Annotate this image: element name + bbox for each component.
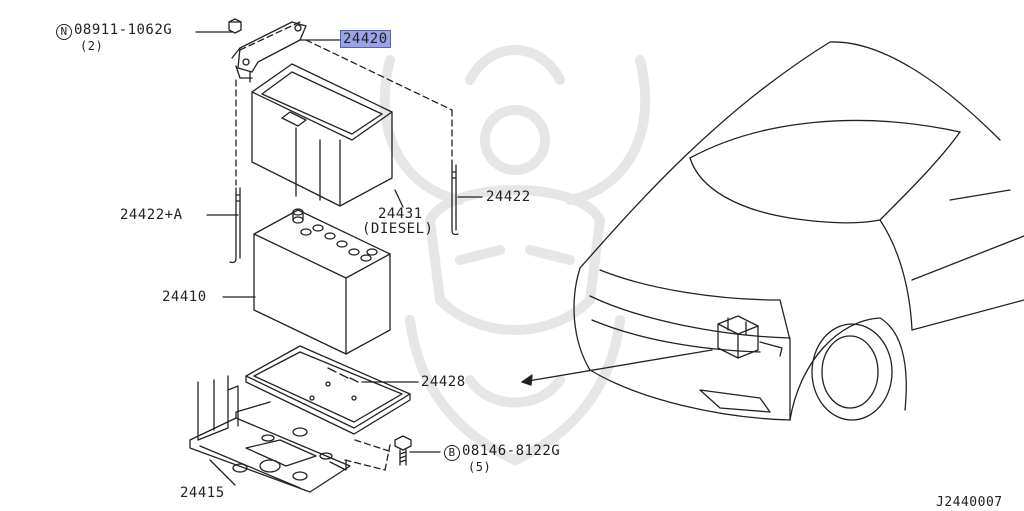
callout-bolt-prefix: B [444, 445, 460, 461]
callout-bolt-qty: (5) [468, 460, 492, 474]
callout-tray: 24428 [421, 374, 466, 390]
callout-nut-part: 08911-1062G [74, 22, 173, 38]
callout-rod: 24422 [486, 189, 531, 205]
callout-bracket: 24415 [180, 485, 225, 501]
callout-frame-part: 24420 [340, 30, 391, 48]
callout-bolt-part: 08146-8122G [462, 443, 561, 459]
callout-nut-prefix: N [56, 24, 72, 40]
callout-cover: 24431 [378, 206, 423, 222]
callout-cover-note: (DIESEL) [362, 221, 434, 237]
callout-nut-qty: (2) [80, 39, 104, 53]
callout-rod-a: 24422+A [120, 207, 183, 223]
diagram-code: J2440007 [936, 495, 1003, 510]
callout-battery: 24410 [162, 289, 207, 305]
callout-frame[interactable]: 24420 [340, 30, 391, 48]
